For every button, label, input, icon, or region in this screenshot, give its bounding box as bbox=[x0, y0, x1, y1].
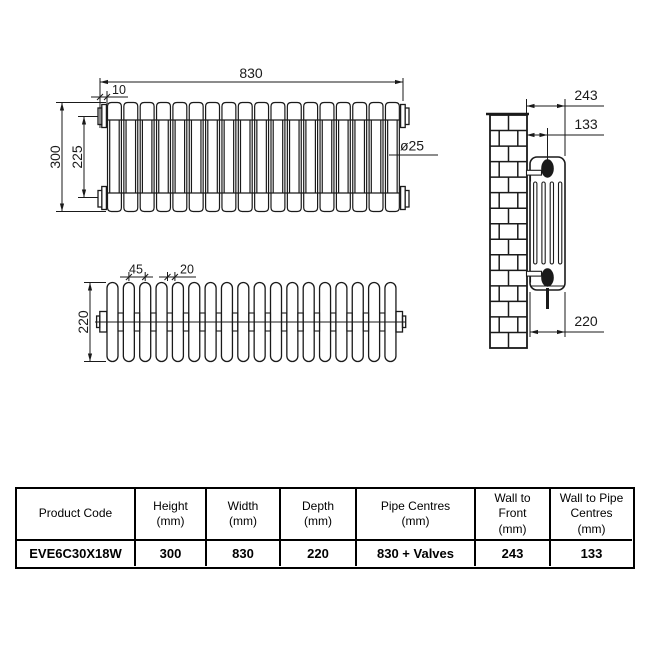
value-product-code: EVE6C30X18W bbox=[29, 545, 122, 561]
dim-plan-depth-220: 220 bbox=[75, 282, 106, 362]
col-header-depth: Depth(mm) bbox=[279, 489, 355, 541]
dim-label-830: 830 bbox=[239, 65, 263, 81]
wall-bracket-top bbox=[525, 169, 543, 176]
dim-tapping-centres-225: 225 bbox=[69, 116, 98, 198]
bottom-bush bbox=[541, 268, 554, 287]
brick-wall bbox=[486, 112, 529, 349]
value-wall-to-pipe: 133 bbox=[549, 541, 632, 566]
dim-diameter-25: ø25 bbox=[389, 138, 438, 156]
value-depth: 220 bbox=[279, 541, 355, 566]
dim-label-243: 243 bbox=[574, 87, 598, 103]
pipe-tail-bottom-left bbox=[97, 185, 108, 211]
value-pipe-centres: 830 + Valves bbox=[355, 541, 474, 566]
pipe-tail-top-left bbox=[97, 103, 108, 129]
col-header-height: Height(mm) bbox=[134, 489, 205, 541]
col-header-width: Width(mm) bbox=[205, 489, 279, 541]
dim-label-45: 45 bbox=[129, 263, 143, 277]
col-header-pipe-centres: Pipe Centres(mm) bbox=[355, 489, 474, 541]
dim-label-220-plan: 220 bbox=[75, 310, 91, 334]
side-view: 243 133 220 bbox=[486, 87, 604, 349]
dim-label-220-side: 220 bbox=[574, 313, 598, 329]
value-width: 830 bbox=[205, 541, 279, 566]
top-bush bbox=[541, 159, 554, 178]
dim-label-10: 10 bbox=[112, 83, 126, 97]
pipe-tail-top-right bbox=[399, 103, 410, 129]
value-wall-to-front: 243 bbox=[474, 541, 549, 566]
dim-width-830: 830 bbox=[99, 65, 404, 128]
spec-table: Product Code Height(mm) Width(mm) Depth(… bbox=[15, 487, 635, 569]
dim-label-300: 300 bbox=[47, 145, 63, 169]
col-header-product-code: Product Code bbox=[17, 489, 134, 541]
plan-view: 220 45 20 bbox=[75, 263, 407, 363]
value-height: 300 bbox=[134, 541, 205, 566]
dim-pitch-45: 45 bbox=[120, 263, 153, 281]
spec-table-header-row: Product Code Height(mm) Width(mm) Depth(… bbox=[17, 489, 633, 541]
wall-bracket-bottom bbox=[525, 270, 543, 277]
radiator-technical-drawing: 830 10 300 225 bbox=[47, 65, 604, 363]
dim-height-300: 300 bbox=[47, 102, 106, 212]
spec-table-value-row: EVE6C30X18W 300 830 220 830 + Valves 243… bbox=[17, 541, 633, 566]
dim-gap-20: 20 bbox=[159, 263, 196, 281]
dim-wall-to-pipe-133: 133 bbox=[526, 116, 604, 160]
front-view: 830 10 300 225 bbox=[47, 65, 438, 213]
dim-label-20: 20 bbox=[180, 263, 194, 277]
dim-label-133: 133 bbox=[574, 116, 598, 132]
plan-fitting-right bbox=[395, 310, 407, 333]
dim-label-dia25: ø25 bbox=[400, 138, 424, 154]
radiator-side-profile bbox=[525, 156, 566, 309]
dim-side-depth-220: 220 bbox=[529, 292, 604, 337]
dim-label-225: 225 bbox=[69, 145, 85, 169]
plan-fitting-left bbox=[95, 310, 108, 333]
dim-offset-10: 10 bbox=[91, 83, 128, 104]
pipe-tail-bottom-right bbox=[399, 185, 410, 211]
dim-wall-to-front-243: 243 bbox=[526, 87, 604, 156]
